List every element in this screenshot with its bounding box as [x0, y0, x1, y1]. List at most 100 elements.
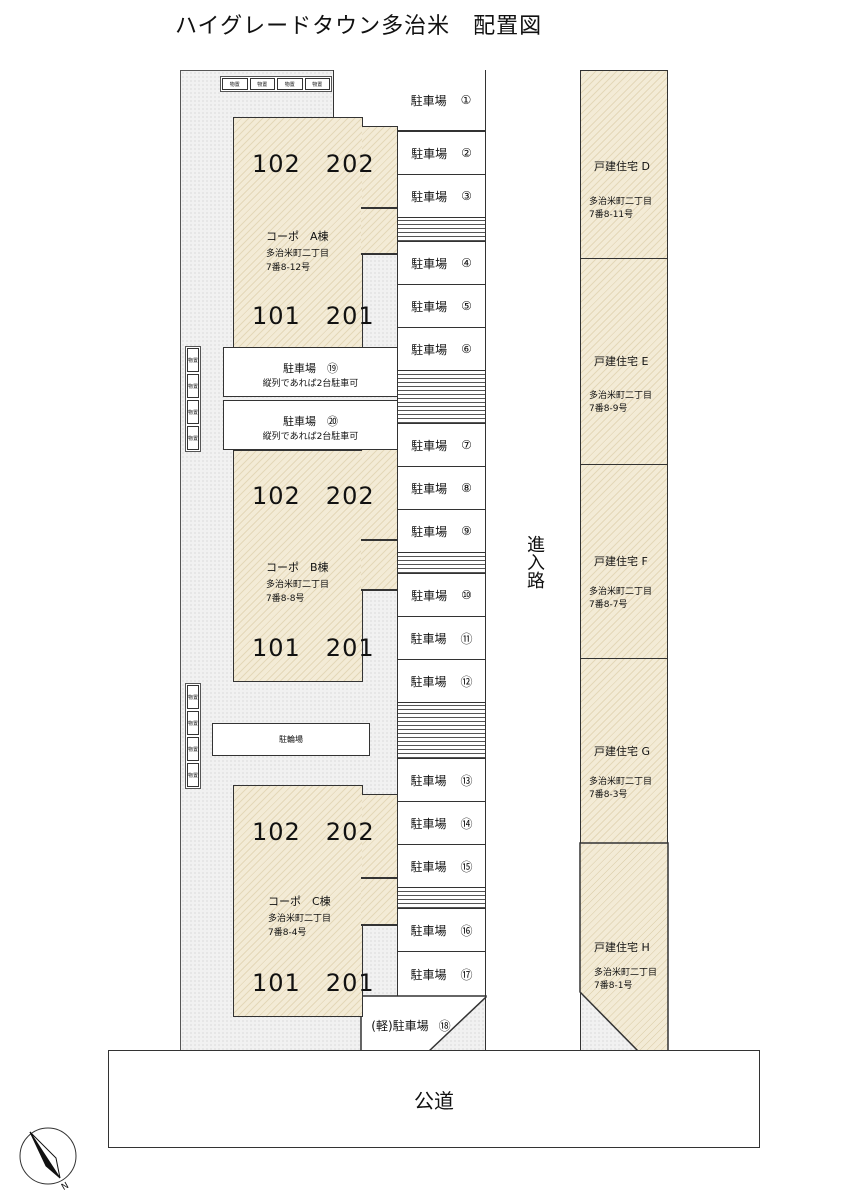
access-road	[485, 70, 581, 1052]
storage-shed: 物置	[187, 374, 199, 398]
parking-label: 駐車場	[410, 93, 447, 108]
house-d-lot: 7番8-11号	[589, 210, 634, 220]
building-b-upper-units: 102 202	[252, 482, 375, 510]
house-g-address: 多治米町二丁目	[589, 777, 653, 787]
house-g	[580, 658, 668, 844]
parking-number: ⑳	[327, 415, 338, 428]
building-b-center	[361, 539, 398, 590]
walkway-stripes	[397, 217, 486, 242]
parking-number: ⑫	[460, 674, 473, 689]
parking-label: 駐車場	[410, 967, 447, 982]
building-c-center	[361, 877, 398, 925]
public-road: 公道	[108, 1050, 760, 1148]
storage-shed: 物置	[187, 426, 199, 450]
storage-shed: 物置	[187, 737, 199, 761]
parking-number: ⑨	[461, 524, 472, 538]
parking-lot-17: 駐車場 ⑰	[397, 951, 486, 997]
parking-label: 駐車場	[410, 816, 447, 831]
building-b-address: 多治米町二丁目	[266, 580, 330, 590]
storage-shed: 物置	[187, 711, 199, 735]
access-road-label: 進入路	[524, 535, 545, 589]
walkway-stripes	[397, 887, 486, 909]
house-g-name: 戸建住宅 G	[594, 745, 651, 758]
parking-number: ①	[460, 93, 472, 107]
parking-lot-20-note: 縦列であれば2台駐車可	[262, 432, 359, 442]
building-c-edge	[361, 877, 398, 879]
walkway-stripes	[397, 552, 486, 574]
bicycle-parking-label: 駐輪場	[279, 735, 303, 744]
building-a-lot: 7番8-12号	[266, 263, 311, 273]
building-a-upper-units: 102 202	[252, 150, 375, 178]
house-g-lot: 7番8-3号	[589, 790, 628, 800]
walkway-stripes	[397, 702, 486, 759]
building-a-name: コーポ A棟	[266, 230, 329, 243]
parking-label: 駐車場	[411, 438, 448, 453]
parking-number: ⑯	[460, 923, 473, 938]
parking-label: (軽)駐車場	[371, 1018, 429, 1033]
parking-label: 駐車場	[410, 923, 447, 938]
storage-shed: 物置	[277, 78, 303, 90]
building-c-upper-units: 102 202	[252, 818, 375, 846]
house-f	[580, 464, 668, 660]
building-a-address: 多治米町二丁目	[266, 249, 330, 259]
parking-lot-1: 駐車場 ①	[397, 80, 485, 120]
parking-number: ⑮	[460, 859, 473, 874]
storage-shed: 物置	[304, 78, 330, 90]
parking-label: 駐車場	[411, 342, 448, 357]
parking-number: ④	[461, 256, 472, 270]
parking-label: 駐車場	[410, 773, 447, 788]
parking-lot-6: 駐車場 ⑥	[397, 327, 486, 371]
building-b-edge	[361, 539, 398, 541]
house-h-address: 多治米町二丁目	[594, 968, 658, 978]
parking-number: ⑤	[461, 299, 472, 313]
parking-lot-18-shape	[360, 995, 487, 1053]
compass-icon	[19, 1127, 77, 1185]
parking-lot-11: 駐車場 ⑪	[397, 616, 486, 660]
building-a-wing	[362, 126, 398, 208]
parking-number: ⑱	[438, 1018, 451, 1033]
parking-number: ⑥	[461, 342, 472, 356]
parking-label: 駐車場	[411, 299, 448, 314]
house-f-lot: 7番8-7号	[589, 600, 628, 610]
parking-number: ⑲	[327, 362, 338, 375]
parking-lot-20: 駐車場 ⑳ 縦列であれば2台駐車可	[223, 400, 398, 450]
storage-column-lower: 物置 物置 物置 物置	[185, 683, 201, 789]
public-road-label: 公道	[414, 1088, 454, 1113]
house-e-name: 戸建住宅 E	[594, 355, 649, 368]
parking-label: 駐車場	[410, 631, 447, 646]
building-a-edge	[361, 207, 398, 209]
parking-lot-13: 駐車場 ⑬	[397, 758, 486, 802]
parking-lot-2: 駐車場 ②	[397, 131, 486, 175]
parking-number: ③	[461, 189, 472, 203]
building-c-name: コーポ C棟	[268, 895, 331, 908]
bicycle-parking: 駐輪場	[212, 723, 370, 756]
house-e-address: 多治米町二丁目	[589, 391, 653, 401]
house-d	[580, 70, 668, 260]
building-a-lower-units: 101 201	[252, 302, 375, 330]
house-e-lot: 7番8-9号	[589, 404, 628, 414]
parking-label: 駐車場	[283, 362, 316, 375]
building-b-edge	[361, 589, 398, 591]
parking-number: ②	[461, 146, 472, 160]
parking-number: ⑧	[461, 481, 472, 495]
building-a-edge	[361, 253, 398, 255]
parking-number: ⑩	[461, 588, 472, 602]
building-c-wing	[362, 794, 398, 878]
house-f-address: 多治米町二丁目	[589, 587, 653, 597]
house-e	[580, 258, 668, 466]
parking-lot-18: (軽)駐車場 ⑱	[366, 1016, 456, 1034]
parking-label: 駐車場	[411, 189, 448, 204]
house-d-address: 多治米町二丁目	[589, 197, 653, 207]
parking-number: ⑪	[460, 631, 473, 646]
building-c-lot: 7番8-4号	[268, 928, 307, 938]
storage-shed: 物置	[187, 400, 199, 424]
parking-number: ⑬	[460, 773, 473, 788]
parking-label: 駐車場	[410, 859, 447, 874]
house-h-name: 戸建住宅 H	[594, 941, 650, 954]
building-c-body	[233, 785, 363, 1017]
parking-number: ⑰	[460, 967, 473, 982]
parking-label: 駐車場	[411, 146, 448, 161]
